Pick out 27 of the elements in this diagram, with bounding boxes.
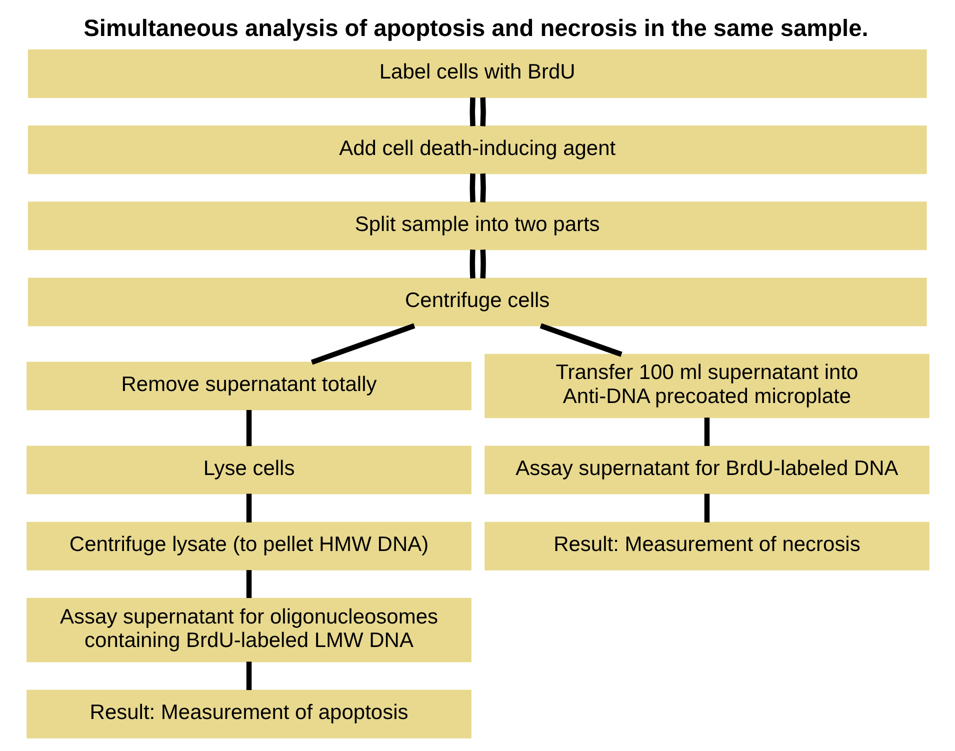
- node-box: Add cell death-inducing agent: [27, 126, 926, 174]
- connector: [539, 323, 622, 357]
- connector: [310, 323, 415, 365]
- diagram-title: Simultaneous analysis of apoptosis and necrosis in the same sample.: [83, 16, 868, 42]
- node-box: Lyse cells: [26, 446, 471, 494]
- node-box: Result: Measurement of necrosis: [484, 522, 929, 570]
- connector: [469, 250, 475, 279]
- node-box: Remove supernatant totally: [26, 362, 471, 410]
- connector: [246, 410, 252, 446]
- connector: [246, 662, 252, 690]
- node-box: Result: Measurement of apoptosis: [26, 690, 471, 738]
- node-box: Centrifuge lysate (to pellet HMW DNA): [26, 522, 471, 570]
- connector: [480, 97, 486, 126]
- node-box: Centrifuge cells: [27, 278, 926, 326]
- connector: [704, 494, 710, 522]
- connector: [246, 570, 252, 598]
- connector: [704, 418, 710, 446]
- connector: [480, 173, 486, 202]
- connector: [469, 97, 475, 126]
- node-box: Assay supernatant for BrdU-labeled DNA: [484, 446, 929, 494]
- connector: [469, 173, 475, 202]
- node-box: Assay supernatant for oligonucleosomes containing BrdU-labeled LMW DNA: [26, 598, 471, 662]
- node-box: Label cells with BrdU: [27, 49, 926, 98]
- node-box: Split sample into two parts: [27, 202, 926, 250]
- connector: [480, 250, 486, 279]
- node-box: Transfer 100 ml supernatant into Anti-DNA precoated microplate: [484, 354, 929, 418]
- connector: [246, 494, 252, 522]
